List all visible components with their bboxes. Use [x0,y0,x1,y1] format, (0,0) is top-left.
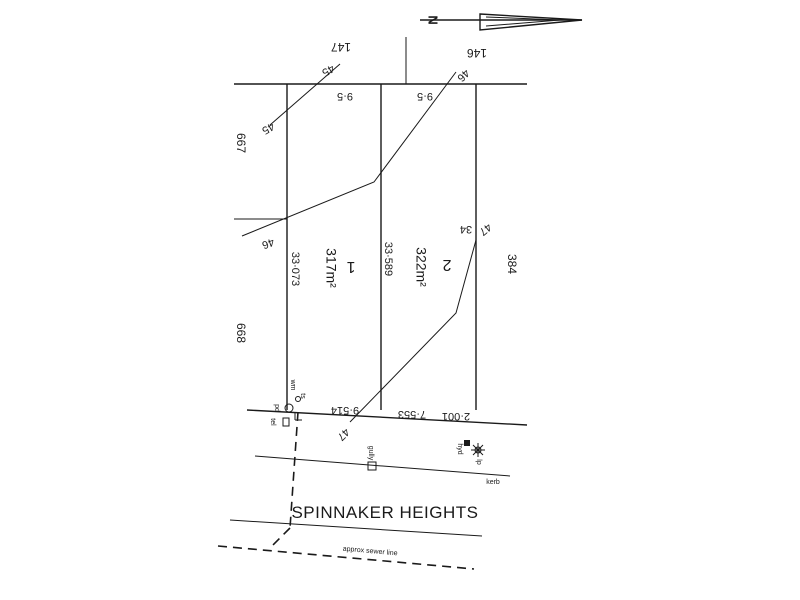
neighbour-lot-146: 146 [467,46,487,60]
contour-47 [349,239,477,423]
dim-rear-right: 9·5 [417,90,433,102]
services: wm ts pd tel gully hyd lp [269,379,485,471]
light-pole-icon [471,443,485,457]
contour-label-45-left: 45 [260,120,277,137]
contour-lines [241,63,477,423]
contour-label-47-right: 47 [477,221,494,238]
contour-label-34: 34 [460,223,472,235]
contour-label-46-left: 46 [260,235,276,250]
contour-label-45-top: 45 [320,62,337,79]
dim-front-lot2: 7·553 [398,408,426,420]
dim-front-right: 2·001 [442,410,470,422]
light-pole-label: lp [475,459,482,465]
dim-front-lot1: 9·514 [331,404,359,416]
tap-icon [295,396,301,402]
lot-2-area: 322m² [413,247,429,287]
sewer-line [217,411,475,570]
kerb-line [254,455,511,477]
water-meter-icon [284,403,294,413]
contour-label-47-front: 47 [334,425,351,442]
neighbour-lot-147: 147 [331,40,351,54]
pd-label: pd [273,404,280,412]
water-meter-label: wm [289,379,296,391]
contour-label-46-top: 46 [454,66,471,83]
boundary-lines [229,37,528,537]
neighbour-lot-668: 668 [234,323,248,343]
contour-45 [269,63,341,126]
dim-rear-left: 9·5 [337,90,353,102]
footpath-line [229,519,483,537]
gully-label: gully [367,446,374,461]
neighbour-lot-384: 384 [505,254,519,274]
tap-label: ts [299,393,306,399]
north-arrow-icon: N [420,13,583,31]
sewer-label: approx sewer line [342,546,397,558]
lot-1-area: 317m² [323,248,339,288]
north-label: N [426,15,441,24]
lot-1-number: 1 [346,258,355,275]
dim-side-middle: 33·589 [382,242,394,276]
lot-2-number: 2 [442,256,451,273]
hydrant-label: hyd [456,443,463,454]
kerb-label: kerb [486,479,500,486]
dim-side-left: 33·073 [289,252,301,286]
telecom-pit-icon [282,417,290,427]
neighbour-lot-667: 667 [234,133,248,153]
gully-pit-icon [367,461,377,471]
street-name: SPINNAKER HEIGHTS [291,503,478,522]
telecom-label: tel [269,418,276,426]
contour-46 [241,71,457,237]
hydrant-icon [464,440,470,446]
front-boundary [246,409,528,426]
